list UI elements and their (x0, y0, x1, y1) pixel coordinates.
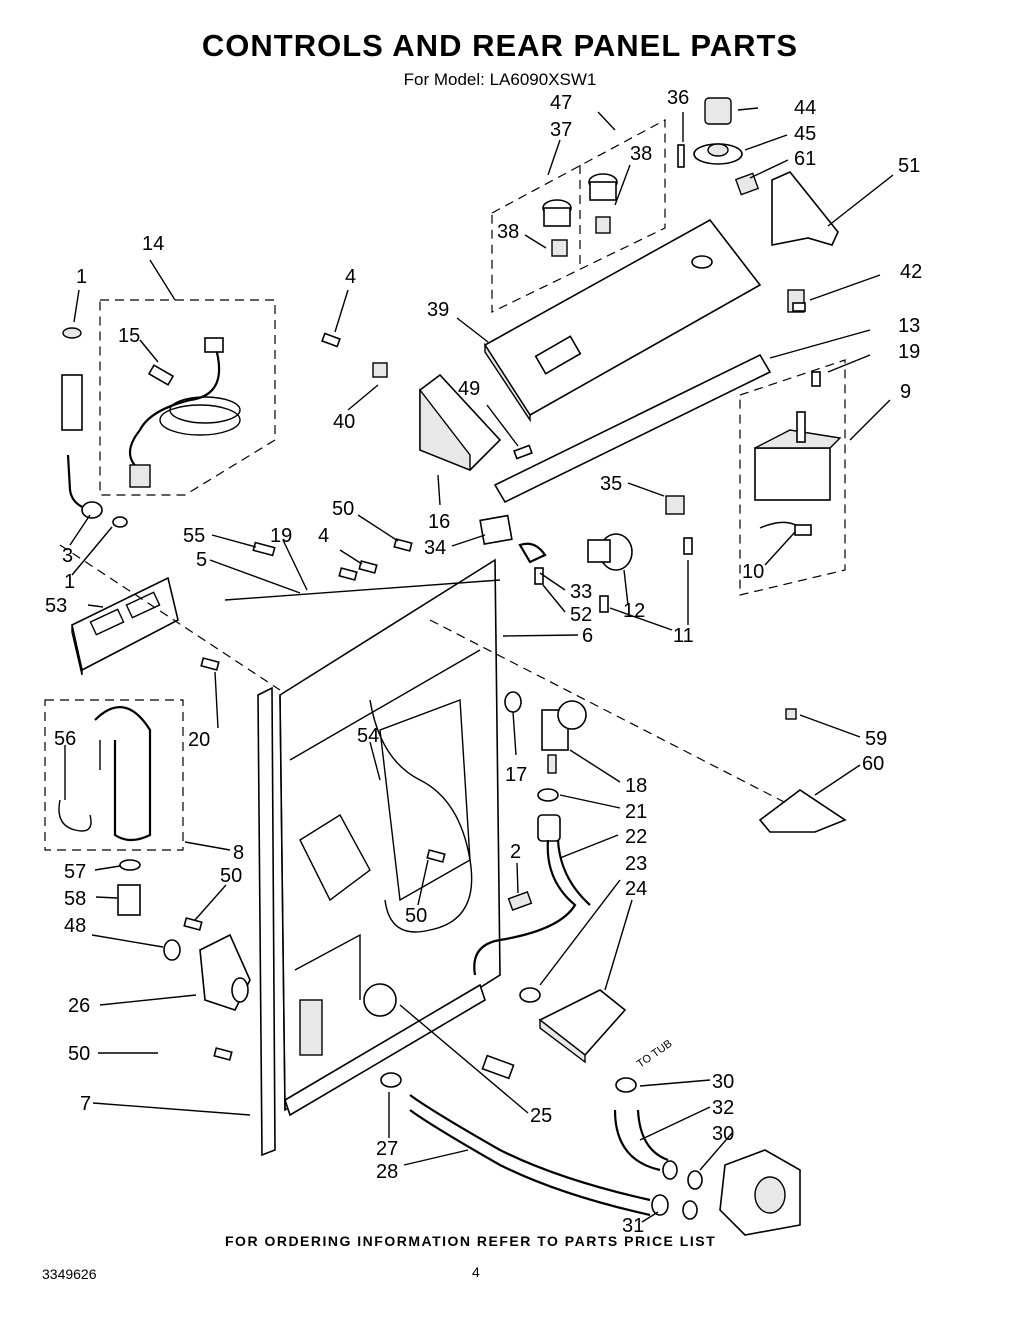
drain-hose-part (58, 706, 152, 916)
group-box-8 (44, 699, 184, 851)
callout-54: 54 (357, 725, 379, 747)
callout-60: 60 (862, 753, 884, 775)
callout-10: 10 (742, 561, 764, 583)
callout-55: 55 (183, 525, 205, 547)
callout-18: 18 (625, 775, 647, 797)
callout-14: 14 (142, 233, 164, 255)
callout-8: 8 (233, 842, 244, 864)
callout-3: 3 (62, 545, 73, 567)
strip-7-part (257, 686, 276, 1157)
switch-bracket-part (734, 171, 839, 313)
callout-5: 5 (196, 549, 207, 571)
callout-19-right: 19 (898, 341, 920, 363)
callout-56: 56 (54, 728, 76, 750)
power-cord-part (128, 337, 241, 488)
callout-15: 15 (118, 325, 140, 347)
callout-28: 28 (376, 1161, 398, 1183)
callout-12: 12 (623, 600, 645, 622)
control-console-part (483, 218, 772, 504)
callout-50-bottom: 50 (68, 1043, 90, 1065)
callout-13: 13 (898, 315, 920, 337)
callout-22: 22 (625, 826, 647, 848)
callout-53: 53 (45, 595, 67, 617)
small-parts-mid (479, 495, 685, 571)
callout-38-upper: 38 (630, 143, 652, 165)
leader-lines (59, 107, 894, 1223)
callout-51: 51 (898, 155, 920, 177)
group-box-9 (739, 359, 846, 596)
callout-21: 21 (625, 801, 647, 823)
pump-bracket-part (507, 891, 627, 1064)
callout-39: 39 (427, 299, 449, 321)
callout-45: 45 (794, 123, 816, 145)
callout-52: 52 (570, 604, 592, 626)
callout-11: 11 (673, 625, 694, 647)
page-title: CONTROLS AND REAR PANEL PARTS (201, 28, 799, 63)
callout-48: 48 (64, 915, 86, 937)
drain-pump-part (380, 1054, 801, 1236)
to-tub-label: TO TUB (635, 1038, 675, 1071)
callout-49: 49 (458, 378, 480, 400)
callout-4-mid: 4 (318, 525, 329, 547)
water-valve-part (504, 691, 587, 774)
callout-24: 24 (625, 878, 647, 900)
callout-50-top: 50 (332, 498, 354, 520)
callout-4-top: 4 (345, 266, 356, 288)
callout-2: 2 (510, 841, 521, 863)
callout-1-top: 1 (76, 266, 87, 288)
callout-35: 35 (600, 473, 622, 495)
callout-26: 26 (68, 995, 90, 1017)
callout-9: 9 (900, 381, 911, 403)
callout-27: 27 (376, 1138, 398, 1160)
timer-part (754, 411, 842, 536)
document-number: 3349626 (42, 1266, 97, 1282)
fill-hose-part (473, 788, 591, 976)
callout-50-left: 50 (220, 865, 242, 887)
screw-parts (183, 302, 821, 1061)
inlet-hose-part (61, 327, 128, 528)
callout-36: 36 (667, 87, 689, 109)
page-number: 4 (472, 1264, 480, 1280)
callout-25: 25 (530, 1105, 552, 1127)
callout-16: 16 (428, 511, 450, 533)
callout-numbers: 44 36 45 61 47 37 38 38 51 42 14 1 15 4 … (45, 87, 922, 1237)
callout-42: 42 (900, 261, 922, 283)
callout-57: 57 (64, 861, 86, 883)
bracket-53-part (71, 576, 179, 676)
bracket-16-part (372, 362, 533, 472)
callout-37: 37 (550, 119, 572, 141)
callout-31: 31 (622, 1215, 644, 1237)
group-box-47 (491, 118, 666, 313)
model-subtitle: For Model: LA6090XSW1 (403, 70, 597, 89)
callout-40: 40 (333, 411, 355, 433)
callout-58: 58 (64, 888, 86, 910)
timer-knob-part (677, 97, 743, 168)
callout-19-left: 19 (270, 525, 292, 547)
callout-30-lower: 30 (712, 1123, 734, 1145)
ordering-note: FOR ORDERING INFORMATION REFER TO PARTS … (225, 1233, 717, 1249)
knob-parts (542, 173, 618, 257)
callout-17: 17 (505, 764, 527, 786)
callout-50-center: 50 (405, 905, 427, 927)
callout-34: 34 (424, 537, 446, 559)
bracket-26-part (163, 933, 251, 1011)
callout-6: 6 (582, 625, 593, 647)
callout-59: 59 (865, 728, 887, 750)
callout-23: 23 (625, 853, 647, 875)
callout-1-lower: 1 (64, 571, 75, 593)
callout-20: 20 (188, 729, 210, 751)
callout-47: 47 (550, 92, 572, 114)
bracket-60-part (758, 708, 847, 833)
callout-30-upper: 30 (712, 1071, 734, 1093)
callout-33: 33 (570, 581, 592, 603)
callout-7: 7 (80, 1093, 91, 1115)
callout-61: 61 (794, 148, 816, 170)
group-box-14 (99, 299, 276, 496)
callout-44: 44 (794, 97, 816, 119)
rear-panel-part (279, 558, 501, 1117)
callout-32: 32 (712, 1097, 734, 1119)
callout-38-lower: 38 (497, 221, 519, 243)
